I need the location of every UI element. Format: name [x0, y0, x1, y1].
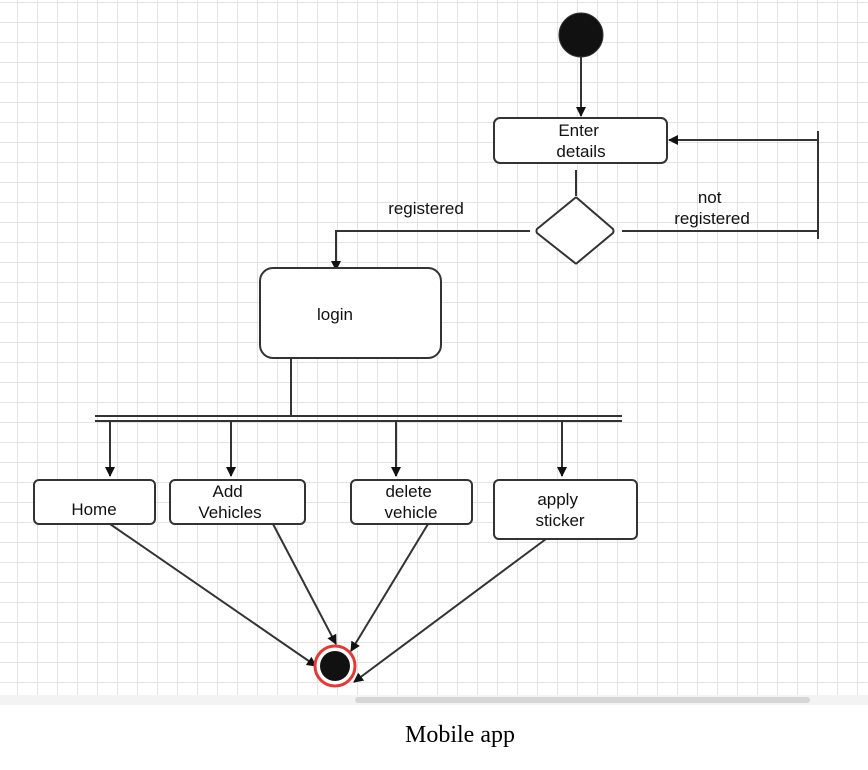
home-node: Home: [33, 479, 156, 525]
fork-bar: [95, 415, 622, 422]
delete-vehicle-node: delete vehicle: [350, 479, 473, 525]
svg-text:login: login: [317, 305, 353, 324]
login-node: login: [259, 267, 442, 359]
decision-node: [535, 196, 615, 265]
svg-text:delete vehicle: delete vehicle: [385, 482, 438, 522]
end-node: [313, 644, 357, 688]
edge-not-registered: [622, 135, 819, 232]
apply-sticker-line-1: apply: [537, 490, 578, 509]
add-vehicles-line-2: Vehicles: [198, 503, 261, 522]
login-label: login: [317, 305, 353, 324]
enter-details-line-1: Enter: [558, 121, 599, 140]
svg-text:Home: Home: [71, 500, 116, 519]
scrollbar-thumb[interactable]: [355, 697, 810, 703]
label-registered: registered: [388, 199, 464, 218]
add-vehicles-line-1: Add: [213, 482, 243, 501]
edge-delete-vehicle-to-end: [350, 523, 429, 652]
label-not-registered-line-2: registered: [674, 209, 750, 228]
edge-home-to-end: [109, 523, 317, 667]
enter-details-line-2: details: [556, 142, 605, 161]
svg-text:not registered: not registered: [674, 188, 750, 228]
delete-vehicle-line-2: vehicle: [385, 503, 438, 522]
activity-diagram: Enter details registered not registered …: [33, 12, 819, 688]
edge-apply-sticker-to-end: [353, 538, 547, 683]
start-node: [558, 12, 604, 58]
svg-text:apply sticker: apply sticker: [535, 490, 584, 530]
home-label: Home: [71, 500, 116, 519]
add-vehicles-node: Add Vehicles: [169, 479, 306, 525]
apply-sticker-node: apply sticker: [493, 479, 638, 540]
figure-caption: Mobile app: [405, 722, 515, 748]
svg-text:Add Vehicles: Add Vehicles: [198, 482, 261, 522]
edge-add-vehicles-to-end: [272, 523, 337, 645]
svg-text:Enter details: Enter details: [556, 121, 605, 161]
label-not-registered-line-1: not: [698, 188, 722, 207]
enter-details-node: Enter details: [493, 117, 668, 164]
edge-registered: [331, 230, 530, 271]
apply-sticker-line-2: sticker: [535, 511, 584, 530]
svg-text:registered: registered: [388, 199, 464, 218]
delete-vehicle-line-1: delete: [385, 482, 431, 501]
